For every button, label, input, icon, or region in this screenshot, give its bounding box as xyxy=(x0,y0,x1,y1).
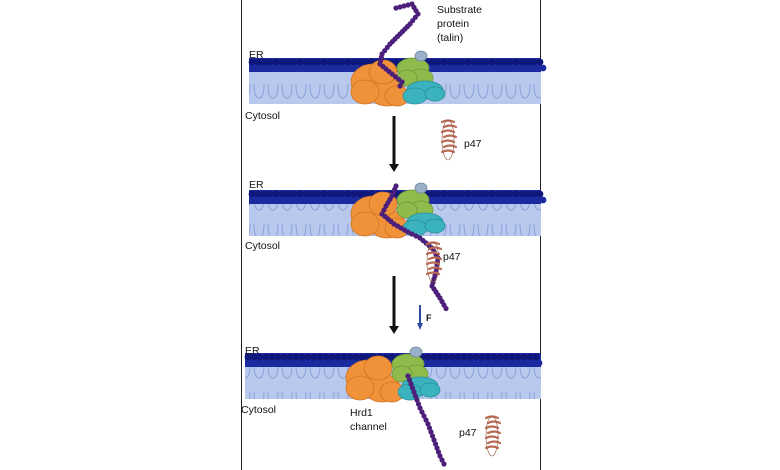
p47-molecule-2 xyxy=(425,241,443,283)
p47-label-3: p47 xyxy=(459,427,477,439)
substrate-chain-1 xyxy=(377,1,421,89)
force-arrow xyxy=(417,305,423,330)
down-arrow-1 xyxy=(389,116,399,172)
p47-molecule-1 xyxy=(440,119,458,161)
hrd1-label-line1: Hrd1 xyxy=(350,407,373,419)
er-label-2: ER xyxy=(249,179,264,191)
substrate-label-line3: (talin) xyxy=(437,32,464,44)
cytosol-label-2: Cytosol xyxy=(245,240,281,252)
er-label-3: ER xyxy=(245,345,260,357)
p47-label-1: p47 xyxy=(464,138,482,150)
substrate-label-line1: Substrate xyxy=(437,4,482,16)
p47-label-2: p47 xyxy=(443,251,461,263)
force-label: F xyxy=(426,313,432,323)
cytosol-label-1: Cytosol xyxy=(245,110,281,122)
substrate-chain-3 xyxy=(405,373,447,467)
hrd1-complex-3 xyxy=(345,346,441,403)
p47-molecule-3 xyxy=(484,415,502,457)
hrd1-label-line2: channel xyxy=(350,421,387,433)
hrd1-complex-1 xyxy=(350,50,446,107)
substrate-label-line2: protein xyxy=(437,18,470,30)
cytosol-label-3: Cytosol xyxy=(241,404,277,416)
er-label-1: ER xyxy=(249,49,264,61)
down-arrow-2 xyxy=(389,276,399,334)
